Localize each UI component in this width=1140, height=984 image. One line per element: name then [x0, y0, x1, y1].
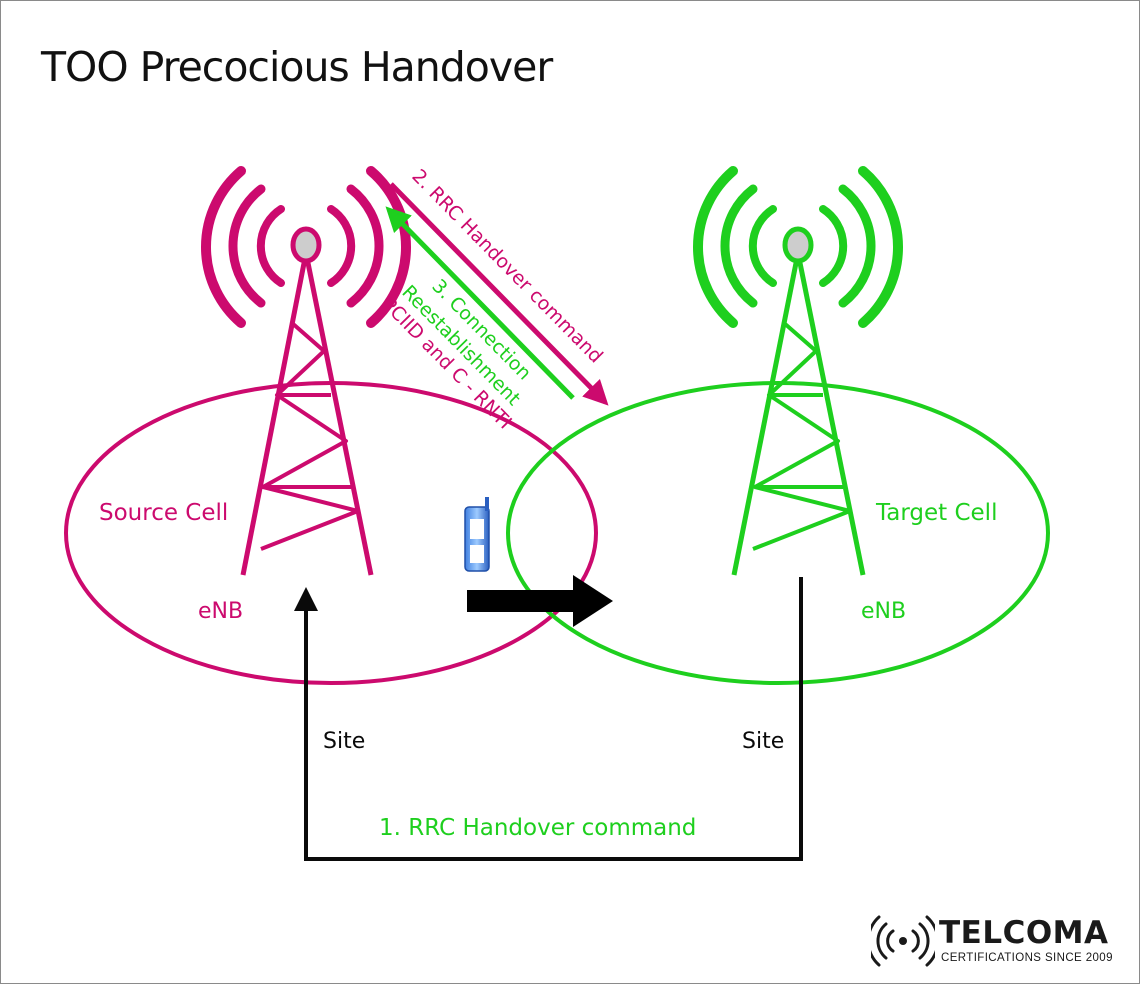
source-enb-label: eNB — [198, 599, 243, 624]
logo-name: TELCOMA — [939, 915, 1109, 951]
source-tower-icon — [201, 166, 411, 576]
backhaul-link — [294, 577, 803, 861]
target-tower-icon — [693, 166, 903, 576]
target-cell-label: Target Cell — [875, 500, 997, 526]
source-cell-coverage — [64, 381, 598, 685]
signal-waves-icon — [866, 915, 940, 967]
step1-label: 1. RRC Handover command — [379, 815, 696, 841]
page-title: TOO Precocious Handover — [41, 43, 553, 91]
mobile-phone-icon — [464, 497, 490, 572]
step2-arrow — [389, 182, 609, 406]
step3-arrow — [385, 206, 575, 400]
telcoma-logo: TELCOMA CERTIFICATIONS SINCE 2009 — [866, 913, 1121, 971]
target-site-label: Site — [742, 729, 784, 754]
target-enb-label: eNB — [861, 599, 906, 624]
target-cell-coverage — [506, 381, 1050, 685]
logo-tagline: CERTIFICATIONS SINCE 2009 — [941, 952, 1113, 964]
source-cell-label: Source Cell — [99, 500, 228, 526]
right-arrow-icon — [467, 575, 613, 627]
source-site-label: Site — [323, 729, 365, 754]
